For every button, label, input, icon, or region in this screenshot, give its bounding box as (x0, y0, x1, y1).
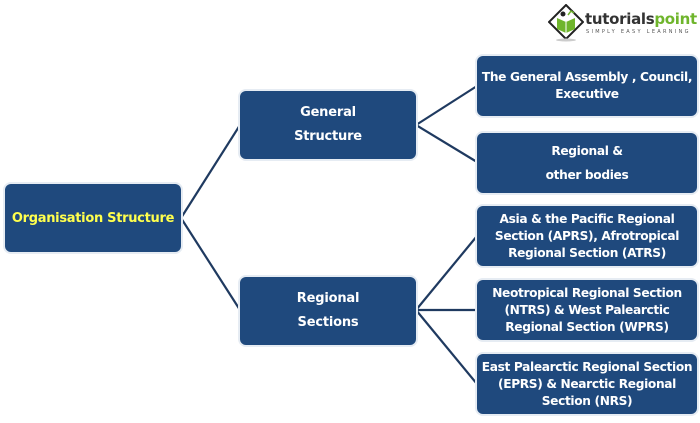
connector-general-leaf1 (415, 85, 478, 126)
node-label-line: Structure (294, 129, 362, 144)
root-node-label: Organisation Structure (11, 210, 175, 226)
connector-regional-leaf3 (415, 235, 478, 311)
leaf-regional-other-bodies: Regional & other bodies (477, 133, 697, 193)
leaf-label-line: Section (NRS) (541, 393, 633, 408)
leaf-label-line: Asia & the Pacific Regional (499, 211, 675, 226)
leaf-label-line: (NTRS) & West Palearctic (504, 302, 670, 317)
logo-word-part2: point (654, 10, 697, 28)
leaf-label-line: Regional & (551, 144, 623, 158)
root-node-organisation-structure: Organisation Structure (5, 184, 181, 252)
leaf-general-assembly: The General Assembly , Council, Executiv… (477, 56, 697, 116)
leaf-label-line: Executive (555, 87, 619, 101)
leaf-ntrs-wprs: Neotropical Regional Section (NTRS) & We… (477, 280, 697, 340)
node-label-line: General (300, 105, 356, 120)
node-label-line: Regional (296, 291, 360, 306)
connector-root-general (180, 124, 241, 219)
leaf-label-line: Section (APRS), Afrotropical (494, 228, 680, 243)
leaf-label-line: Regional Section (ATRS) (508, 245, 666, 260)
leaf-label-line: The General Assembly , Council, (481, 70, 693, 84)
leaf-label-line: other bodies (545, 168, 629, 182)
logo-wordmark: tutorialspoint (585, 10, 697, 28)
node-general-structure: General Structure (240, 91, 416, 159)
connector-root-regional (180, 217, 241, 311)
leaf-label-line: Neotropical Regional Section (492, 285, 682, 300)
logo-tagline: SIMPLY EASY LEARNING (586, 29, 691, 35)
leaf-eprs-nrs: East Palearctic Regional Section (EPRS) … (477, 354, 697, 414)
leaf-label-line: (EPRS) & Nearctic Regional (498, 376, 676, 391)
leaf-label-line: Regional Section (WPRS) (505, 319, 669, 334)
tutorialspoint-logo: tutorialspoint SIMPLY EASY LEARNING (547, 3, 698, 42)
logo-book-icon (547, 3, 585, 42)
leaf-aprs-atrs: Asia & the Pacific Regional Section (APR… (477, 206, 697, 266)
logo-word-part1: tutorials (585, 10, 655, 28)
connector-general-leaf2 (415, 124, 478, 163)
node-label-line: Sections (297, 315, 359, 330)
leaf-label-line: East Palearctic Regional Section (481, 359, 693, 374)
connector-regional-leaf5 (415, 309, 478, 385)
node-regional-sections: Regional Sections (240, 277, 416, 345)
